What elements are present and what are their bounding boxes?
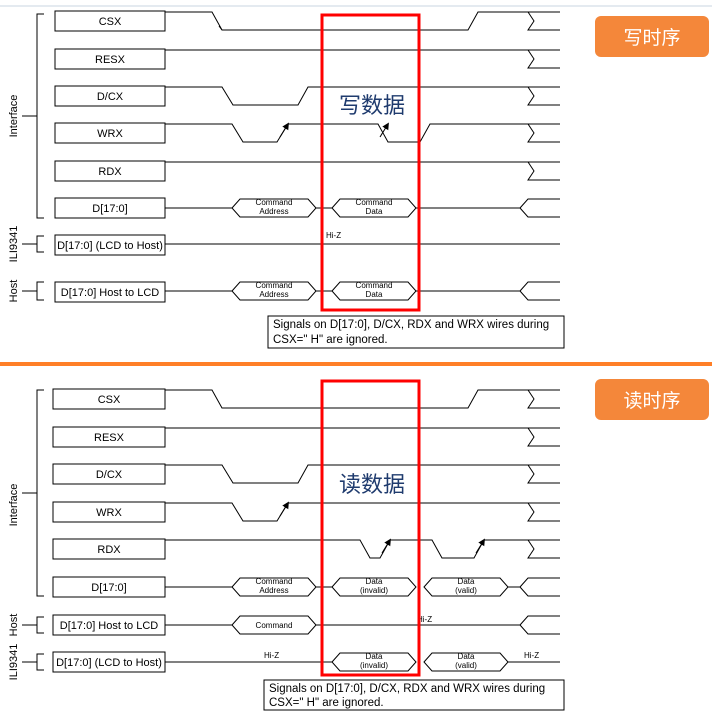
write-dcx-wave: [165, 86, 560, 106]
read-d-host-lcd-label: D[17:0] Host to LCD: [60, 620, 158, 632]
write-resx-wave: [165, 49, 560, 69]
read-lcd-hiz-label-2: Hi-Z: [524, 651, 539, 660]
read-timing-badge-text: 读时序: [623, 390, 680, 412]
write-timing-section: Interface ILI9341 Host CSX RESX D/CX WRX…: [8, 10, 709, 349]
read-d-label: D[17:0]: [91, 582, 126, 594]
write-d-host-lcd-label: D[17:0] Host to LCD: [61, 287, 159, 299]
read-csx-box: [52, 388, 166, 410]
write-d-cmd-data-text-2: Data: [366, 207, 383, 216]
write-data-highlight-box: [320, 13, 421, 312]
write-host-bracket: [36, 281, 44, 301]
write-ili-label: ILI9341: [8, 226, 20, 263]
write-rdx-wave: [165, 161, 560, 181]
read-note-box: [263, 679, 565, 711]
read-interface-label: Interface: [8, 484, 20, 527]
read-host-label: Host: [8, 614, 20, 637]
write-wrx-arrow-1: [279, 122, 289, 138]
read-data-highlight-label: 读数据: [339, 473, 405, 498]
write-rdx-label: RDX: [98, 166, 122, 178]
write-csx-label: CSX: [99, 16, 122, 28]
write-wrx-arrow-2: [379, 122, 389, 138]
write-interface-label: Interface: [8, 95, 20, 138]
write-resx-box: [54, 48, 166, 70]
write-timing-badge-text: 写时序: [623, 27, 680, 49]
read-d-data-invalid-text-1: Data: [366, 577, 383, 586]
read-d-cmd-address-text-2: Address: [259, 586, 288, 595]
read-rdx-arrow-2: [475, 538, 485, 554]
read-lcd-data-invalid-bus: [331, 652, 417, 672]
write-d-cmd-address-text-1: Command: [256, 198, 293, 207]
read-d-data-valid-text-2: (valid): [455, 586, 477, 595]
write-note-box: [267, 315, 565, 349]
write-data-highlight-label: 写数据: [339, 94, 405, 119]
write-d-cmd-address-text-2: Address: [259, 207, 288, 216]
write-csx-box: [54, 10, 166, 32]
read-lcd-data-invalid-text-1: Data: [366, 652, 383, 661]
write-host-label: Host: [8, 280, 20, 303]
write-d-host-lcd-box: [54, 281, 166, 303]
read-note-line-2: CSX=" H" are ignored.: [269, 697, 384, 709]
write-d-cmd-data-text-1: Command: [356, 198, 393, 207]
write-wrx-label: WRX: [97, 128, 123, 140]
write-host-cmd-data-text-2: Data: [366, 290, 383, 299]
write-d-label: D[17:0]: [92, 203, 127, 215]
write-note-line-1: Signals on D[17:0], D/CX, RDX and WRX wi…: [273, 319, 549, 331]
read-d-lcd-host-label: D[17:0] (LCD to Host): [56, 657, 162, 669]
read-wrx-label: WRX: [96, 507, 122, 519]
write-host-cmd-data-text-1: Command: [356, 281, 393, 290]
read-dcx-wave: [165, 464, 560, 484]
write-rdx-box: [54, 160, 166, 182]
read-csx-label: CSX: [98, 394, 121, 406]
read-d-cmd-address-text-1: Command: [256, 577, 293, 586]
write-host-cmd-address-text-2: Address: [259, 290, 288, 299]
read-resx-label: RESX: [94, 432, 125, 444]
read-host-hiz-label: Hi-Z: [417, 615, 432, 624]
write-note-line-2: CSX=" H" are ignored.: [273, 334, 388, 346]
read-resx-wave: [165, 427, 560, 447]
read-wrx-box: [52, 501, 166, 523]
write-wrx-box: [54, 122, 166, 144]
read-ili-label: ILI9341: [8, 644, 20, 681]
read-d-data-valid-text-1: Data: [458, 577, 475, 586]
read-data-highlight-box: [320, 379, 421, 677]
read-note-line-1: Signals on D[17:0], D/CX, RDX and WRX wi…: [269, 683, 545, 695]
read-rdx-label: RDX: [97, 544, 121, 556]
write-dcx-label: D/CX: [97, 91, 124, 103]
read-host-command-text: Command: [256, 621, 293, 630]
read-ili-bracket: [36, 653, 44, 671]
write-d-lcd-host-label: D[17:0] (LCD to Host): [57, 240, 163, 252]
read-wrx-wave: [165, 502, 560, 522]
read-resx-box: [52, 426, 166, 448]
write-interface-bracket: [36, 13, 44, 219]
read-timing-badge: [595, 379, 709, 420]
write-ili-bracket: [36, 235, 44, 253]
read-lcd-data-valid-text-1: Data: [458, 652, 475, 661]
write-timing-badge: [595, 16, 709, 57]
read-dcx-label: D/CX: [96, 469, 123, 481]
write-resx-label: RESX: [95, 54, 126, 66]
read-dcx-box: [52, 463, 166, 485]
read-d-data-invalid-bus: [331, 577, 417, 597]
read-d-data-invalid-text-2: (invalid): [360, 586, 388, 595]
read-lcd-data-valid-text-2: (valid): [455, 661, 477, 670]
read-lcd-hiz-label-1: Hi-Z: [264, 651, 279, 660]
write-d-lcd-host-box: [54, 234, 166, 256]
write-csx-wave: [165, 11, 560, 31]
write-host-cmd-address-text-1: Command: [256, 281, 293, 290]
read-timing-section: Interface Host ILI9341 CSX RESX D/CX WRX…: [8, 379, 709, 711]
read-interface-bracket: [36, 389, 44, 597]
section-divider: [0, 362, 712, 366]
read-rdx-arrow-1: [381, 538, 391, 554]
write-wrx-wave: [165, 123, 560, 143]
read-rdx-wave: [165, 539, 560, 559]
write-hiz-label: Hi-Z: [326, 231, 341, 240]
read-rdx-box: [52, 538, 166, 560]
read-lcd-data-invalid-text-2: (invalid): [360, 661, 388, 670]
read-csx-wave: [165, 389, 560, 409]
write-dcx-box: [54, 85, 166, 107]
read-wrx-arrow: [279, 501, 289, 517]
read-host-bracket: [36, 616, 44, 634]
